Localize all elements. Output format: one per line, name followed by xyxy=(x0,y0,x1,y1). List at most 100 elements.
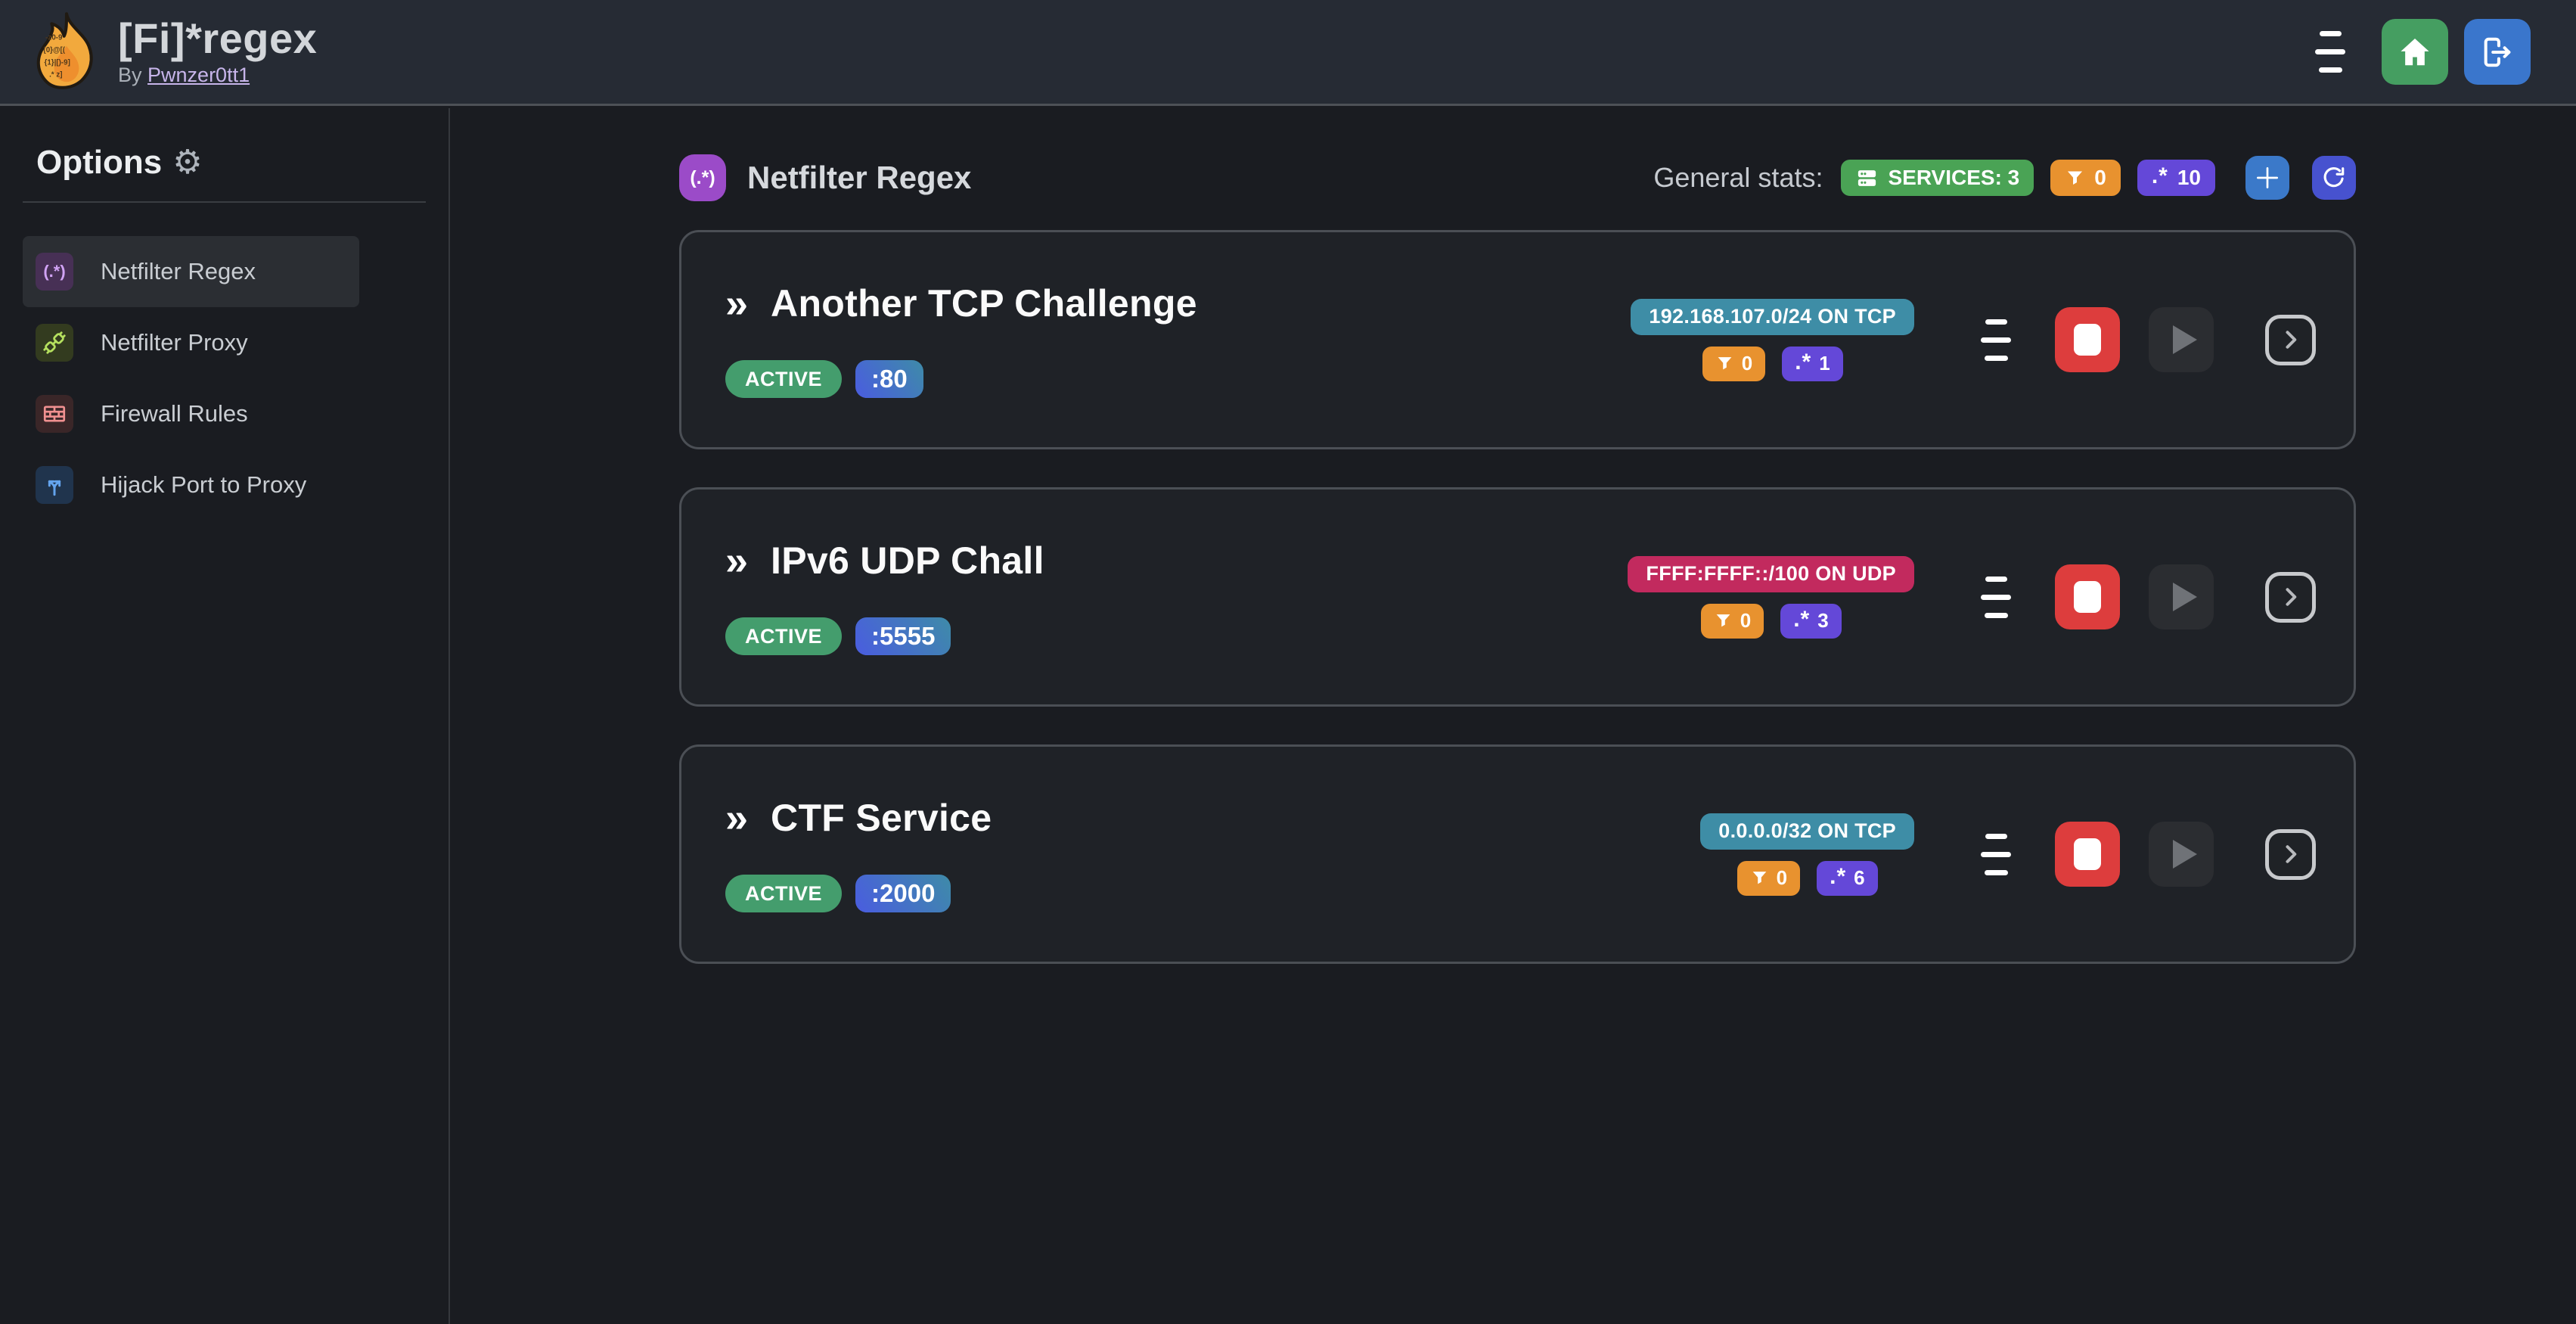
gear-icon: ⚙ xyxy=(172,144,203,181)
status-badge: ACTIVE xyxy=(725,360,843,398)
start-service-button[interactable] xyxy=(2149,822,2214,887)
netfilter-regex-icon: (.*) xyxy=(679,154,726,201)
regexes-count-badge: .* 1 xyxy=(1782,346,1843,381)
double-chevron-icon: » xyxy=(725,795,749,841)
svg-text:{1}|[)-9]: {1}|[)-9] xyxy=(45,58,70,67)
open-service-button[interactable] xyxy=(2265,314,2316,365)
service-card-controls: FFFF:FFFF::/100 ON UDP 0 .* 3 xyxy=(1628,555,2316,639)
service-card: » CTF Service ACTIVE :2000 0.0.0.0/32 ON… xyxy=(679,744,2356,964)
options-heading-label: Options xyxy=(36,143,163,181)
services-count-label: SERVICES: 3 xyxy=(1888,166,2020,189)
status-badge: ACTIVE xyxy=(725,875,843,912)
service-card-left: » IPv6 UDP Chall ACTIVE :5555 xyxy=(725,539,1044,655)
port-badge: :5555 xyxy=(855,617,951,655)
svg-text:{0}@[(: {0}@[( xyxy=(43,46,66,54)
endpoint-badge: 0.0.0.0/32 ON TCP xyxy=(1700,813,1914,850)
chevron-right-icon xyxy=(2285,331,2296,349)
sidebar-item-label: Netfilter Regex xyxy=(101,258,256,284)
plug-connected-icon xyxy=(36,324,73,362)
flame-logo-icon: -z0-9 {0}@[( {1}|[)-9] .* z] xyxy=(36,11,93,89)
sidebar-item-netfilter-proxy[interactable]: Netfilter Proxy xyxy=(23,307,359,378)
play-icon xyxy=(2173,583,2197,611)
plus-icon xyxy=(2256,166,2279,189)
sidebar-item-firewall-rules[interactable]: Firewall Rules xyxy=(23,378,359,449)
regexes-count-label: 1 xyxy=(1819,352,1830,375)
section-header: (.*) Netfilter Regex General stats: SERV… xyxy=(679,154,2356,202)
stop-service-button[interactable] xyxy=(2055,307,2120,372)
stop-icon xyxy=(2074,581,2101,613)
filters-count-label: 0 xyxy=(1740,609,1752,632)
svg-text:.* z]: .* z] xyxy=(49,70,62,79)
chevron-right-icon xyxy=(2285,845,2296,863)
sidebar-item-label: Hijack Port to Proxy xyxy=(101,471,307,498)
endpoint-badge: FFFF:FFFF::/100 ON UDP xyxy=(1628,555,1914,592)
refresh-button[interactable] xyxy=(2312,156,2356,200)
service-card: » IPv6 UDP Chall ACTIVE :5555 FFFF:FFFF:… xyxy=(679,487,2356,707)
regex-glyph-icon: .* xyxy=(1795,349,1812,375)
sidebar: Options ⚙ (.*) Netfilter Regex xyxy=(0,108,450,1324)
sidebar-item-label: Firewall Rules xyxy=(101,400,248,427)
app-title: [Fi]*regex xyxy=(118,14,318,62)
start-service-button[interactable] xyxy=(2149,307,2214,372)
main-content: (.*) Netfilter Regex General stats: SERV… xyxy=(452,108,2576,1324)
options-heading: Options ⚙ xyxy=(23,143,426,182)
sidebar-item-label: Netfilter Proxy xyxy=(101,329,248,356)
start-service-button[interactable] xyxy=(2149,564,2214,629)
filters-count-label: 0 xyxy=(1776,866,1788,889)
stop-service-button[interactable] xyxy=(2055,564,2120,629)
service-title: IPv6 UDP Chall xyxy=(771,539,1044,582)
double-chevron-icon: » xyxy=(725,538,749,583)
open-service-button[interactable] xyxy=(2265,828,2316,880)
service-card-left: » Another TCP Challenge ACTIVE :80 xyxy=(725,281,1197,398)
service-menu-icon[interactable] xyxy=(1979,576,2013,618)
double-chevron-icon: » xyxy=(725,281,749,326)
service-list: » Another TCP Challenge ACTIVE :80 192.1… xyxy=(679,230,2356,964)
service-menu-icon[interactable] xyxy=(1979,833,2013,875)
svg-text:-z0-9: -z0-9 xyxy=(45,33,63,42)
brick-wall-icon xyxy=(36,395,73,433)
logout-button[interactable] xyxy=(2464,19,2531,85)
endpoint-badge: 192.168.107.0/24 ON TCP xyxy=(1631,298,1914,335)
regex-glyph-icon: .* xyxy=(2151,163,2168,188)
funnel-icon xyxy=(1716,614,1730,627)
port-badge: :80 xyxy=(855,360,923,398)
logout-icon xyxy=(2484,37,2511,67)
sidebar-divider xyxy=(23,201,426,203)
service-card-controls: 0.0.0.0/32 ON TCP 0 .* 6 xyxy=(1700,813,2316,896)
regexes-count-badge: .* 6 xyxy=(1817,860,1878,896)
home-button[interactable] xyxy=(2382,19,2448,85)
regex-glyph-icon: .* xyxy=(1793,606,1811,632)
open-service-button[interactable] xyxy=(2265,571,2316,623)
stats-label: General stats: xyxy=(1653,162,1823,193)
port-badge: :2000 xyxy=(855,875,951,912)
sidebar-item-netfilter-regex[interactable]: (.*) Netfilter Regex xyxy=(23,236,359,307)
regexes-count-badge: .* 10 xyxy=(2137,160,2215,196)
refresh-icon xyxy=(2323,166,2345,188)
regexes-count-label: 3 xyxy=(1817,609,1829,632)
service-menu-icon[interactable] xyxy=(1979,319,2013,361)
regexes-count-label: 10 xyxy=(2177,166,2201,189)
regex-icon: (.*) xyxy=(36,253,73,291)
stop-service-button[interactable] xyxy=(2055,822,2120,887)
server-icon xyxy=(1858,169,1876,186)
brand-text: [Fi]*regex By Pwnzer0tt1 xyxy=(118,14,318,88)
page-title: Netfilter Regex xyxy=(747,160,972,195)
service-title: CTF Service xyxy=(771,797,992,839)
home-icon xyxy=(2401,38,2429,65)
funnel-icon xyxy=(1718,357,1732,370)
funnel-icon xyxy=(1752,872,1767,884)
author-link[interactable]: Pwnzer0tt1 xyxy=(147,64,250,87)
service-card-left: » CTF Service ACTIVE :2000 xyxy=(725,796,992,912)
byline: By Pwnzer0tt1 xyxy=(118,64,317,87)
header-menu-icon[interactable] xyxy=(2314,31,2347,73)
filters-count-label: 0 xyxy=(1741,352,1753,375)
filters-count-label: 0 xyxy=(2094,166,2106,189)
add-service-button[interactable] xyxy=(2245,156,2289,200)
play-icon xyxy=(2173,840,2197,869)
sidebar-item-hijack-port[interactable]: Hijack Port to Proxy xyxy=(23,449,359,521)
stop-icon xyxy=(2074,324,2101,356)
regex-glyph-icon: .* xyxy=(1830,863,1847,889)
regexes-count-badge: .* 3 xyxy=(1780,603,1842,639)
filters-count-badge: 0 xyxy=(2050,160,2121,196)
